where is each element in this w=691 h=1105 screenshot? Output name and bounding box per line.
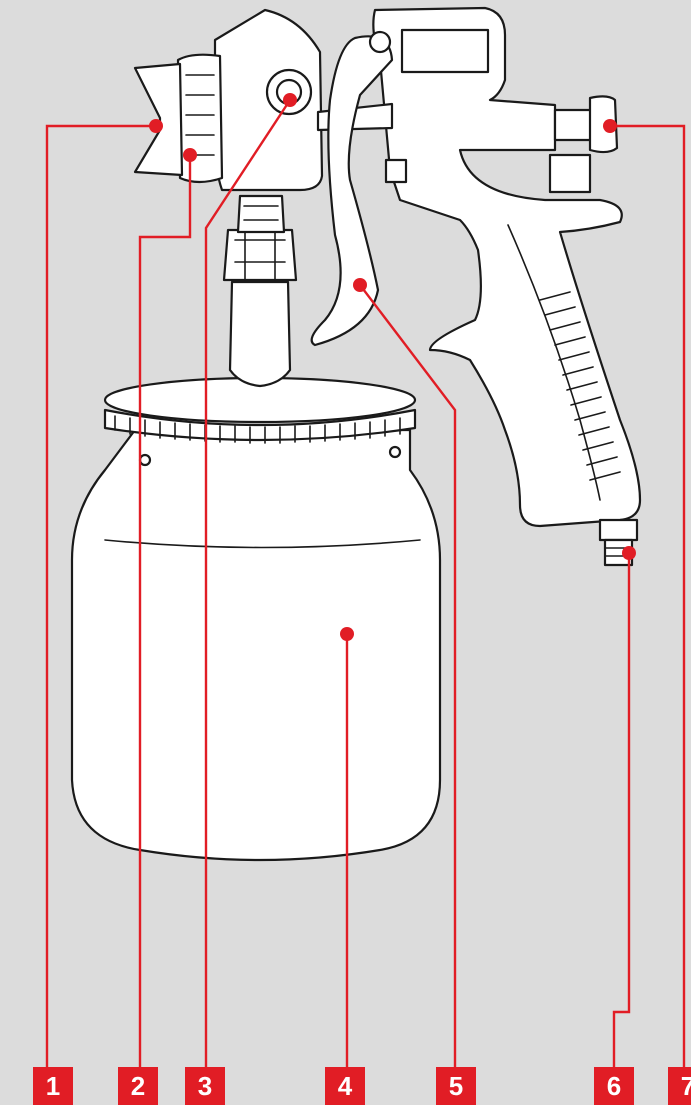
callout-dot-4: [340, 627, 354, 641]
leader-line-7: [610, 126, 684, 1067]
part-marker-1: 1: [33, 1067, 73, 1105]
leader-line-6: [614, 553, 629, 1067]
part-marker-3: 3: [185, 1067, 225, 1105]
part-marker-6: 6: [594, 1067, 634, 1105]
callout-dot-3: [283, 93, 297, 107]
trigger: [312, 32, 392, 345]
part-marker-7: 7: [668, 1067, 691, 1105]
part-marker-2: 2: [118, 1067, 158, 1105]
callout-dot-1: [149, 119, 163, 133]
cup-lid: [105, 378, 415, 443]
callout-dot-6: [622, 546, 636, 560]
feed-tube: [224, 196, 296, 386]
part-marker-4: 4: [325, 1067, 365, 1105]
paint-cup: [72, 430, 440, 860]
callout-dot-2: [183, 148, 197, 162]
callout-dot-7: [603, 119, 617, 133]
part-marker-5: 5: [436, 1067, 476, 1105]
callout-dot-5: [353, 278, 367, 292]
